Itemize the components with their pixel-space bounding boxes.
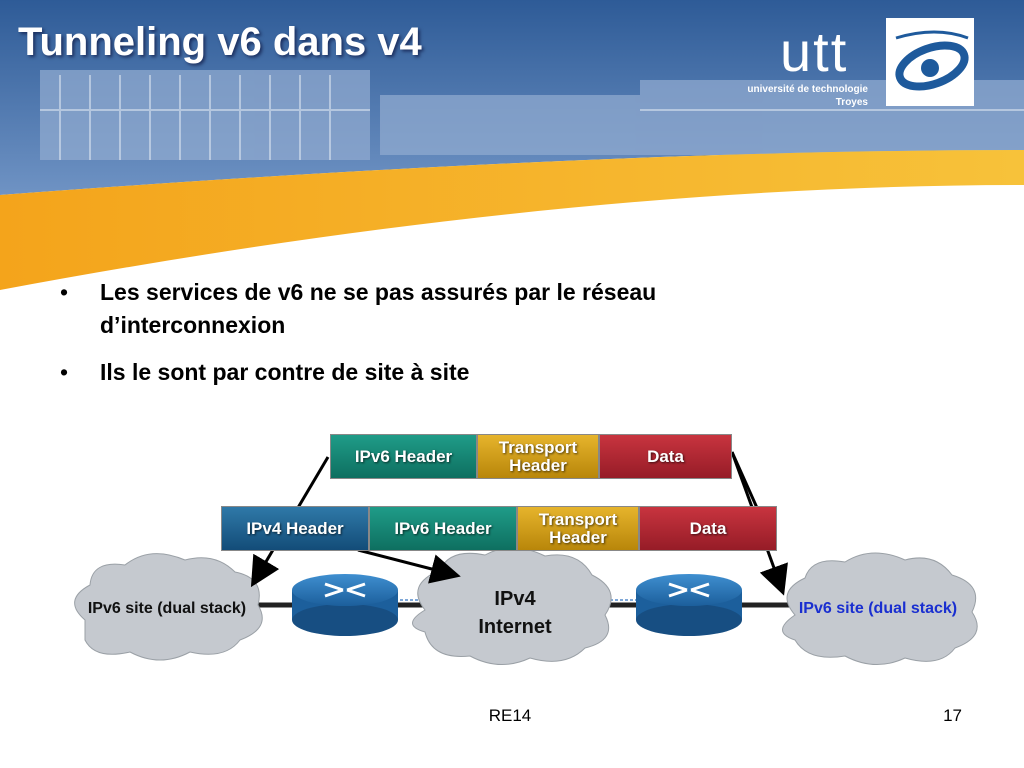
- bullet-item: • Ils le sont par contre de site à site: [60, 356, 820, 389]
- right-router-icon: [636, 574, 742, 636]
- arrow-to-internet: [357, 548, 461, 584]
- bullet-text: Les services de v6 ne se pas assurés par…: [100, 279, 657, 338]
- top-transport-header-label: Transport Header: [498, 437, 578, 475]
- bottom-ipv4-header-box: IPv4 Header: [221, 506, 369, 551]
- top-ipv6-header-label: IPv6 Header: [354, 446, 453, 466]
- bottom-transport-header-box: Transport Header: [517, 506, 639, 551]
- footer-page-number: 17: [943, 706, 962, 725]
- top-data-box: Data: [599, 434, 732, 479]
- logo-emblem-icon: [886, 18, 974, 106]
- bottom-ipv6-header-label: IPv6 Header: [394, 518, 492, 538]
- network-diagram: [74, 451, 978, 666]
- internet-label: IPv4 Internet: [440, 585, 590, 641]
- bullet-text: Ils le sont par contre de site à site: [100, 359, 470, 385]
- slide-title: Tunneling v6 dans v4: [18, 20, 422, 64]
- left-router-icon: [292, 574, 398, 636]
- bottom-data-label: Data: [689, 518, 727, 538]
- bottom-data-box: Data: [639, 506, 777, 551]
- internet-label-line1: IPv4: [494, 588, 536, 610]
- bottom-transport-header-label: Transport Header: [538, 509, 618, 547]
- top-data-label: Data: [647, 446, 684, 466]
- logo-city-line: Troyes: [835, 97, 868, 108]
- top-ipv6-header-box: IPv6 Header: [330, 434, 477, 479]
- right-site-label: IPv6 site (dual stack): [798, 600, 958, 617]
- left-site-label: IPv6 site (dual stack): [87, 600, 247, 617]
- bullet-glyph: •: [60, 359, 69, 385]
- footer-course-code: RE14: [488, 706, 532, 725]
- header-banner: [0, 0, 1024, 290]
- internet-label-line2: Internet: [478, 616, 552, 638]
- bottom-ipv6-header-box: IPv6 Header: [369, 506, 517, 551]
- bullet-item: • Les services de v6 ne se pas assurés p…: [60, 276, 820, 342]
- top-transport-header-box: Transport Header: [477, 434, 599, 479]
- ipv4-internet-cloud: [412, 547, 612, 666]
- bullet-list: • Les services de v6 ne se pas assurés p…: [60, 276, 820, 403]
- bottom-ipv4-header-label: IPv4 Header: [246, 518, 344, 538]
- utt-logo: utt université de technologie Troyes: [726, 14, 976, 109]
- bullet-glyph: •: [60, 279, 69, 305]
- logo-wordmark: utt: [780, 20, 849, 83]
- logo-university-line: université de technologie: [747, 84, 868, 95]
- right-site-cloud: [782, 552, 978, 666]
